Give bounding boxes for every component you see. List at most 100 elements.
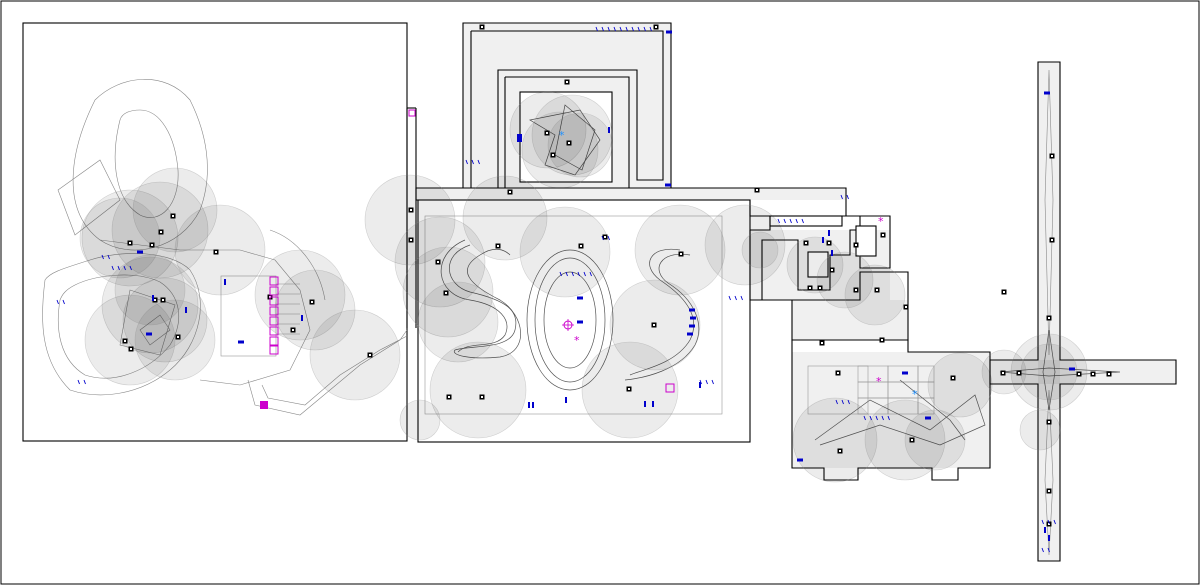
camera-icon[interactable] xyxy=(819,340,825,346)
camera-icon[interactable] xyxy=(158,229,164,235)
door-marker[interactable] xyxy=(689,308,695,312)
door-marker[interactable] xyxy=(1044,91,1050,95)
door-marker[interactable] xyxy=(689,324,695,328)
vent-marker[interactable] xyxy=(269,286,279,296)
camera-icon[interactable] xyxy=(817,285,823,291)
door-marker[interactable] xyxy=(690,316,696,320)
camera-icon[interactable] xyxy=(160,297,166,303)
camera-icon[interactable] xyxy=(829,267,835,273)
vent-marker[interactable] xyxy=(269,336,279,346)
camera-icon[interactable] xyxy=(566,140,572,146)
camera-icon[interactable] xyxy=(309,299,315,305)
vent-marker[interactable] xyxy=(269,296,279,306)
camera-icon[interactable] xyxy=(578,243,584,249)
camera-icon[interactable] xyxy=(1106,371,1112,377)
camera-icon[interactable] xyxy=(149,242,155,248)
camera-icon[interactable] xyxy=(367,352,373,358)
camera-icon[interactable] xyxy=(544,130,550,136)
camera-icon[interactable] xyxy=(807,285,813,291)
camera-icon[interactable] xyxy=(435,259,441,265)
door-marker[interactable] xyxy=(146,332,152,336)
camera-icon[interactable] xyxy=(479,24,485,30)
door-marker[interactable] xyxy=(1044,527,1046,533)
vent-marker[interactable] xyxy=(269,345,279,355)
camera-icon[interactable] xyxy=(443,290,449,296)
camera-icon[interactable] xyxy=(122,338,128,344)
door-marker[interactable] xyxy=(1048,535,1050,541)
door-marker[interactable] xyxy=(137,250,143,254)
door-marker[interactable] xyxy=(577,320,583,324)
door-marker[interactable] xyxy=(644,401,646,407)
door-marker[interactable] xyxy=(687,332,693,336)
star-marker[interactable]: * xyxy=(876,375,882,388)
door-marker[interactable] xyxy=(152,295,154,301)
camera-icon[interactable] xyxy=(495,243,501,249)
camera-icon[interactable] xyxy=(170,213,176,219)
camera-icon[interactable] xyxy=(408,237,414,243)
camera-icon[interactable] xyxy=(754,187,760,193)
camera-icon[interactable] xyxy=(879,337,885,343)
door-marker[interactable] xyxy=(666,30,672,34)
door-marker[interactable] xyxy=(1069,367,1075,371)
camera-icon[interactable] xyxy=(507,189,513,195)
camera-icon[interactable] xyxy=(1046,488,1052,494)
camera-icon[interactable] xyxy=(602,234,608,240)
door-marker[interactable] xyxy=(828,230,830,236)
camera-icon[interactable] xyxy=(651,322,657,328)
camera-icon[interactable] xyxy=(550,152,556,158)
door-marker[interactable] xyxy=(652,401,654,407)
vent-marker[interactable] xyxy=(269,306,279,316)
camera-icon[interactable] xyxy=(909,437,915,443)
camera-icon[interactable] xyxy=(1046,315,1052,321)
door-marker[interactable] xyxy=(797,458,803,462)
camera-icon[interactable] xyxy=(1046,521,1052,527)
camera-icon[interactable] xyxy=(1090,371,1096,377)
door-marker[interactable] xyxy=(532,402,534,408)
vent-marker[interactable] xyxy=(269,316,279,326)
camera-icon[interactable] xyxy=(1049,153,1055,159)
door-marker[interactable] xyxy=(301,315,303,321)
door-marker[interactable] xyxy=(224,279,226,285)
camera-icon[interactable] xyxy=(408,207,414,213)
camera-icon[interactable] xyxy=(653,24,659,30)
door-marker[interactable] xyxy=(822,237,824,243)
camera-icon[interactable] xyxy=(1016,370,1022,376)
goal-marker[interactable]: * xyxy=(559,129,565,142)
vent-marker[interactable] xyxy=(408,109,416,117)
camera-icon[interactable] xyxy=(837,448,843,454)
door-marker[interactable] xyxy=(565,397,567,403)
camera-icon[interactable] xyxy=(678,251,684,257)
camera-icon[interactable] xyxy=(874,287,880,293)
door-marker[interactable] xyxy=(528,402,530,408)
camera-icon[interactable] xyxy=(950,375,956,381)
camera-icon[interactable] xyxy=(1076,371,1082,377)
camera-icon[interactable] xyxy=(1049,237,1055,243)
camera-icon[interactable] xyxy=(128,346,134,352)
camera-icon[interactable] xyxy=(213,249,219,255)
camera-icon[interactable] xyxy=(626,386,632,392)
camera-icon[interactable] xyxy=(152,297,158,303)
door-marker[interactable] xyxy=(185,307,187,313)
camera-icon[interactable] xyxy=(446,394,452,400)
camera-icon[interactable] xyxy=(175,334,181,340)
camera-icon[interactable] xyxy=(803,240,809,246)
door-marker[interactable] xyxy=(665,183,671,187)
door-marker[interactable] xyxy=(608,127,610,133)
camera-icon[interactable] xyxy=(1001,289,1007,295)
door-marker[interactable] xyxy=(831,250,833,256)
target-marker[interactable] xyxy=(562,319,574,331)
vent-marker[interactable] xyxy=(665,383,675,393)
camera-icon[interactable] xyxy=(826,240,832,246)
camera-icon[interactable] xyxy=(853,242,859,248)
camera-icon[interactable] xyxy=(290,327,296,333)
vent-marker[interactable] xyxy=(269,326,279,336)
camera-icon[interactable] xyxy=(880,232,886,238)
goal-marker[interactable]: * xyxy=(912,388,918,401)
camera-icon[interactable] xyxy=(835,370,841,376)
camera-icon[interactable] xyxy=(1046,419,1052,425)
camera-icon[interactable] xyxy=(903,304,909,310)
vent-marker[interactable] xyxy=(269,276,279,286)
camera-icon[interactable] xyxy=(853,287,859,293)
camera-icon[interactable] xyxy=(1000,370,1006,376)
door-marker[interactable] xyxy=(517,134,522,142)
